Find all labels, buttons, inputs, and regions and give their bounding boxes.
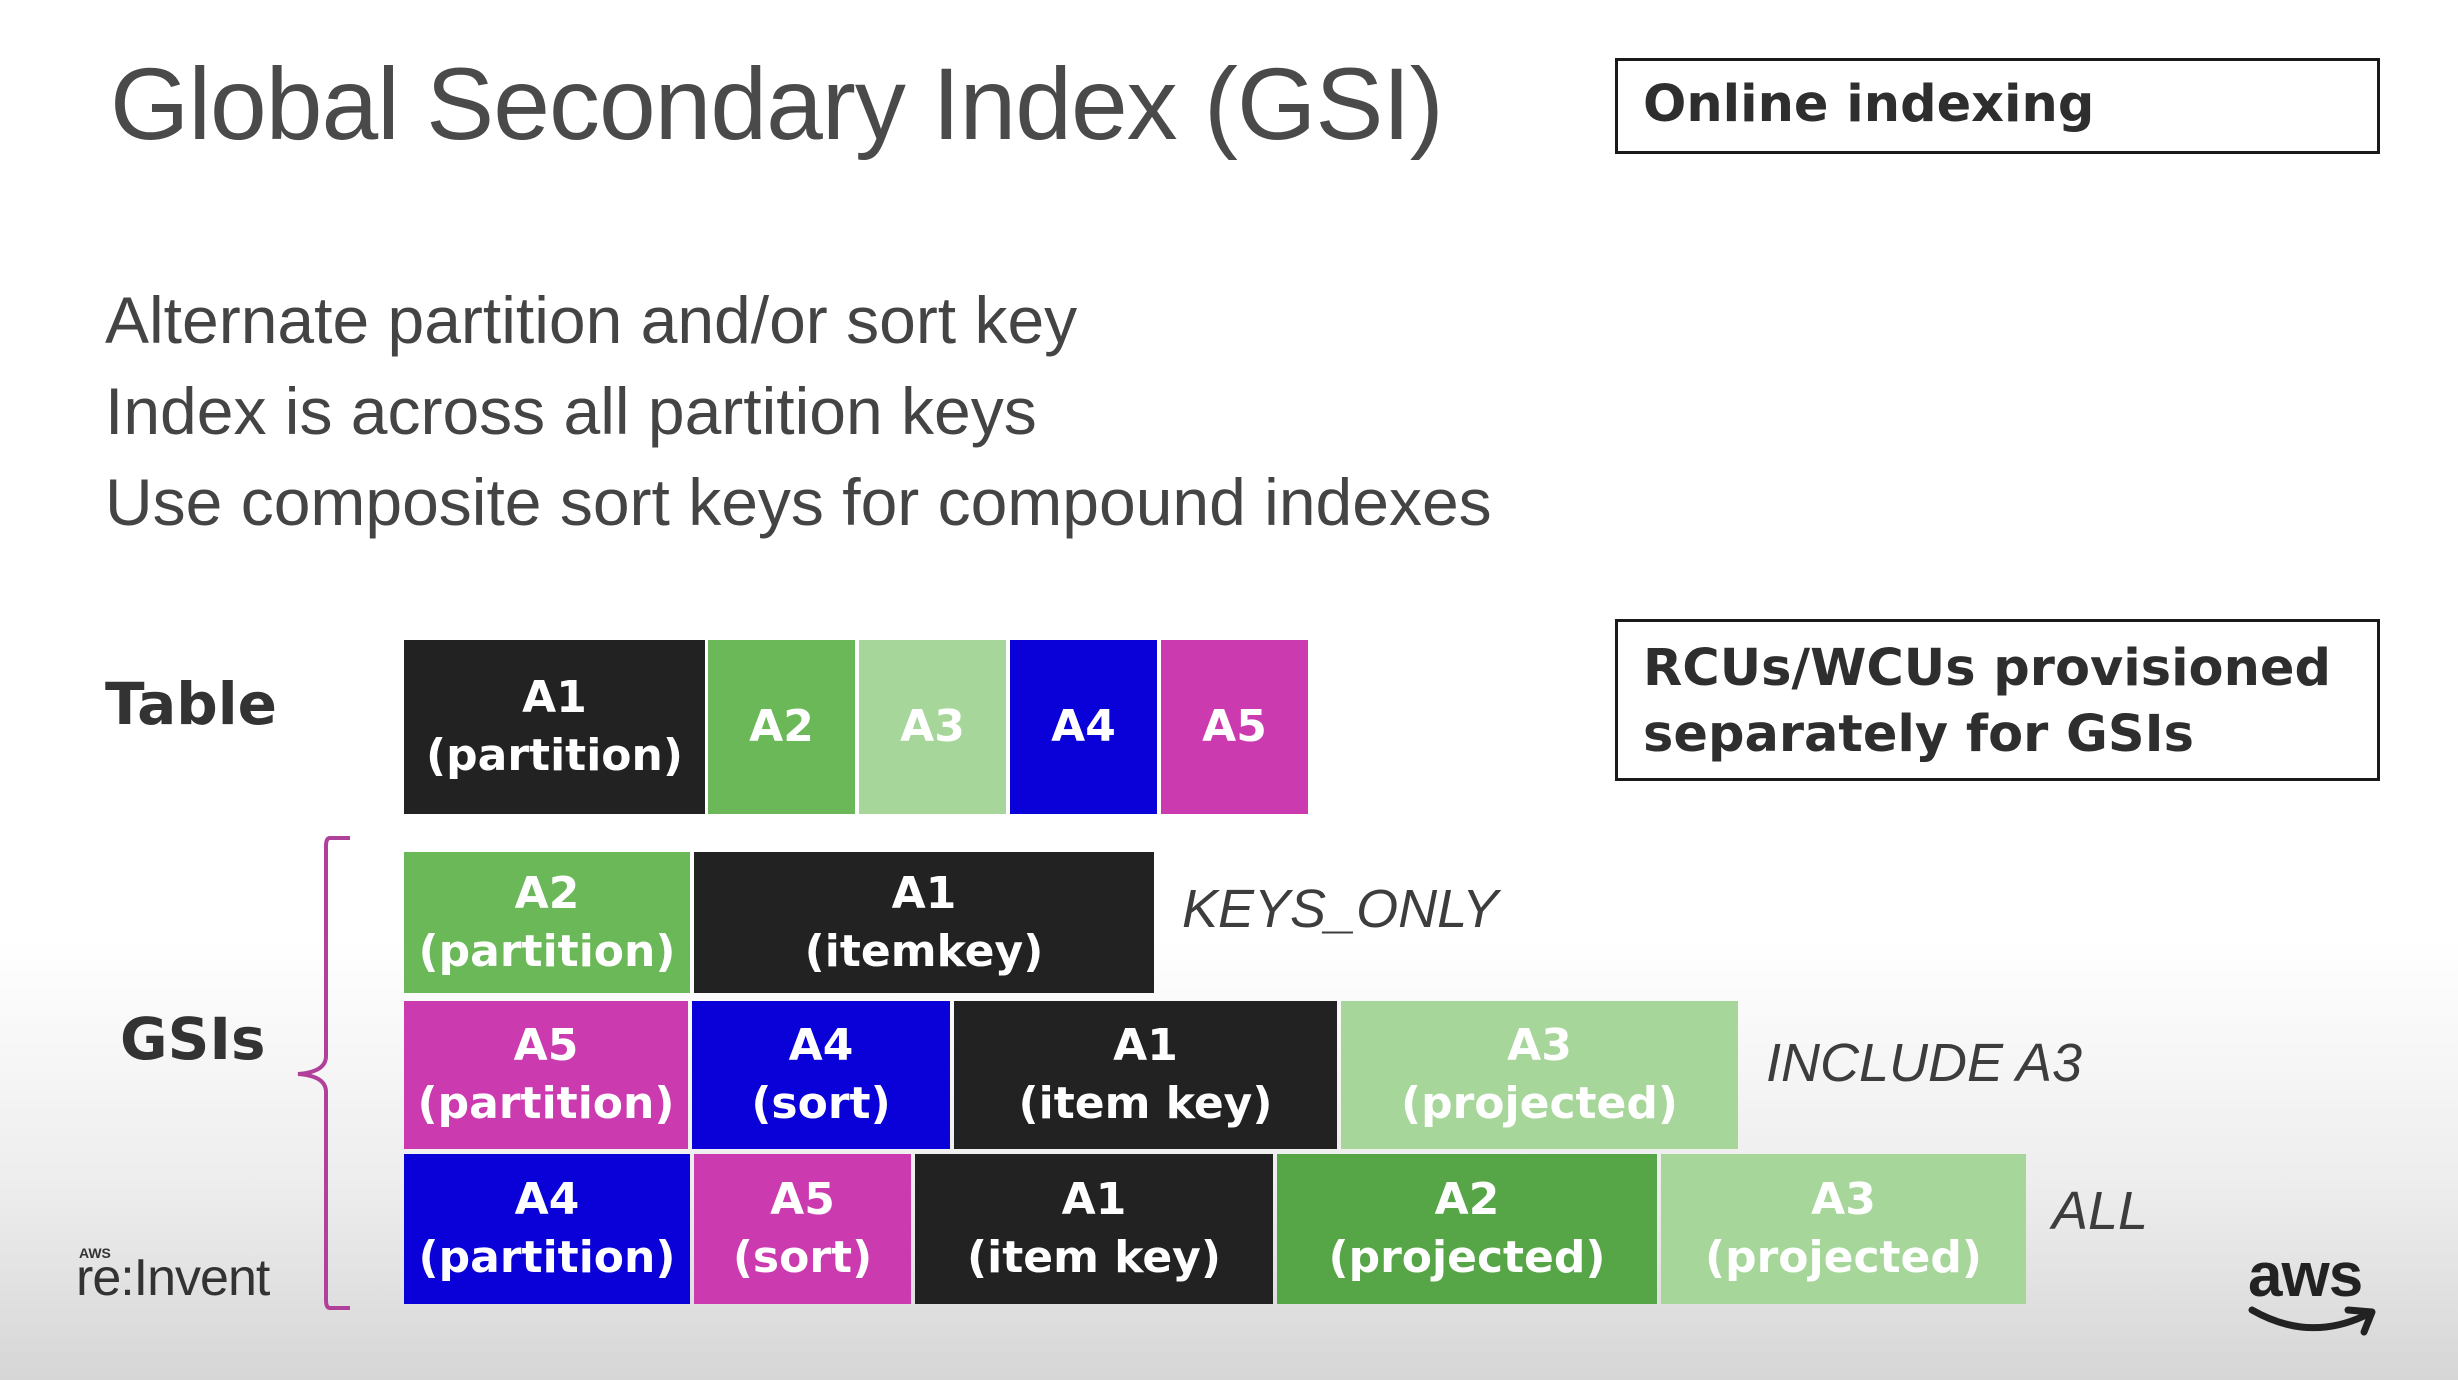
cell-role: (item key) bbox=[967, 1232, 1221, 1283]
gsi2-cell-a5: A5 (partition) bbox=[404, 1001, 688, 1149]
gsi2-cell-a3: A3 (projected) bbox=[1341, 1001, 1738, 1149]
gsis-label: GSIs bbox=[120, 1005, 266, 1073]
aws-logo-text: aws bbox=[2248, 1241, 2363, 1310]
gsi3-cell-a4: A4 (partition) bbox=[404, 1154, 690, 1304]
cell-attr: A4 bbox=[1051, 701, 1116, 752]
cell-attr: A2 bbox=[1434, 1174, 1500, 1225]
rcu-note-line: separately for GSIs bbox=[1643, 705, 2194, 764]
cell-role: (itemkey) bbox=[804, 925, 1044, 977]
slide-title: Global Secondary Index (GSI) bbox=[110, 47, 1444, 161]
rcu-wcu-note: RCUs/WCUs provisioned separately for GSI… bbox=[1615, 619, 2380, 781]
cell-role: (sort) bbox=[732, 1232, 873, 1283]
cell-role: (partition) bbox=[417, 1078, 675, 1129]
table-cell-a5: A5 bbox=[1161, 640, 1308, 814]
cell-role: (item key) bbox=[1018, 1078, 1273, 1129]
bullet-item: Index is across all partition keys bbox=[105, 374, 1037, 448]
aws-smile-icon bbox=[2248, 1306, 2376, 1336]
cell-attr: A5 bbox=[770, 1174, 835, 1225]
gsi3-cell-a3: A3 (projected) bbox=[1661, 1154, 2026, 1304]
bullet-item: Alternate partition and/or sort key bbox=[105, 283, 1078, 357]
gsi3-cell-a5: A5 (sort) bbox=[694, 1154, 911, 1304]
cell-role: (projected) bbox=[1328, 1232, 1606, 1283]
gsi3-cell-a2: A2 (projected) bbox=[1277, 1154, 1657, 1304]
cell-attr: A4 bbox=[514, 1174, 580, 1225]
projection-label-include-a3: INCLUDE A3 bbox=[1766, 1033, 2083, 1093]
table-cell-a3: A3 bbox=[859, 640, 1006, 814]
cell-attr: A2 bbox=[514, 867, 580, 919]
cell-attr: A1 bbox=[891, 867, 957, 919]
cell-role: (partition) bbox=[418, 925, 676, 977]
rcu-note-line: RCUs/WCUs provisioned bbox=[1643, 639, 2332, 698]
cell-role: (partition) bbox=[418, 1232, 676, 1283]
gsi3-cell-a1: A1 (item key) bbox=[915, 1154, 1273, 1304]
cell-attr: A2 bbox=[749, 701, 814, 752]
table-label: Table bbox=[105, 670, 277, 738]
online-indexing-note: Online indexing bbox=[1615, 58, 2380, 154]
gsi1-cell-a2: A2 (partition) bbox=[404, 852, 690, 993]
gsi2-cell-a4: A4 (sort) bbox=[692, 1001, 950, 1149]
cell-attr: A3 bbox=[1811, 1174, 1876, 1225]
online-indexing-text: Online indexing bbox=[1643, 75, 2095, 134]
cell-role: (sort) bbox=[751, 1078, 891, 1129]
reinvent-logo-text: re:Invent bbox=[76, 1249, 270, 1307]
table-cell-a1: A1 (partition) bbox=[404, 640, 705, 814]
bullet-item: Use composite sort keys for compound ind… bbox=[105, 465, 1492, 539]
cell-role: (projected) bbox=[1400, 1078, 1679, 1129]
gsi1-cell-a1: A1 (itemkey) bbox=[694, 852, 1154, 993]
cell-role: (partition) bbox=[426, 730, 683, 781]
cell-attr: A1 bbox=[1061, 1174, 1127, 1225]
cell-attr: A5 bbox=[513, 1020, 579, 1071]
cell-attr: A1 bbox=[522, 672, 587, 723]
cell-attr: A5 bbox=[1202, 701, 1267, 752]
table-cell-a2: A2 bbox=[708, 640, 855, 814]
reinvent-logo-aws-mark: AWS bbox=[79, 1245, 111, 1261]
projection-label-keys-only: KEYS_ONLY bbox=[1182, 879, 1499, 939]
bullet-list: Alternate partition and/or sort key Inde… bbox=[105, 278, 1492, 551]
cell-attr: A3 bbox=[1507, 1020, 1572, 1071]
table-cell-a4: A4 bbox=[1010, 640, 1157, 814]
cell-attr: A4 bbox=[788, 1020, 854, 1071]
cell-attr: A3 bbox=[900, 701, 965, 752]
cell-role: (projected) bbox=[1704, 1232, 1983, 1283]
projection-label-all: ALL bbox=[2052, 1181, 2149, 1241]
cell-attr: A1 bbox=[1113, 1020, 1178, 1071]
gsi2-cell-a1: A1 (item key) bbox=[954, 1001, 1337, 1149]
gsi-brace bbox=[297, 836, 350, 1310]
